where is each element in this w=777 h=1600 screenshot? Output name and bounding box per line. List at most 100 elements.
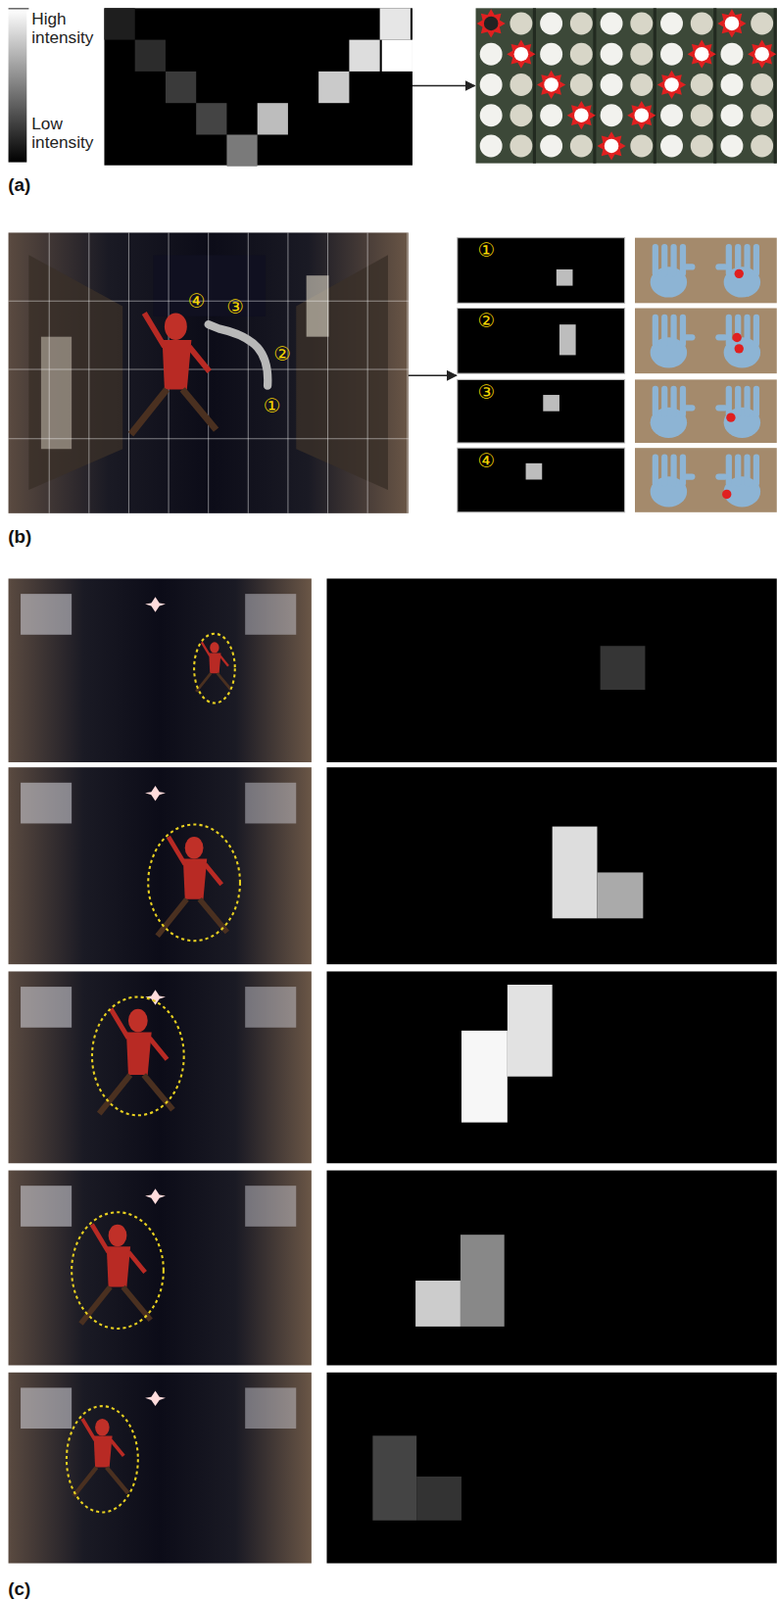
- intensity-cell: [103, 7, 135, 40]
- stimulus-dot: [734, 269, 744, 279]
- intensity-scale: [8, 8, 30, 163]
- pin: [754, 47, 770, 62]
- divider: [713, 7, 717, 163]
- glove-photo: [634, 238, 777, 304]
- glove-finger: [743, 314, 750, 347]
- figure-head: [185, 836, 204, 859]
- pin: [720, 43, 743, 66]
- target-ellipse: [147, 824, 241, 941]
- divider: [533, 7, 536, 163]
- figure-head: [108, 1224, 128, 1247]
- intensity-cell: [348, 40, 380, 72]
- grid-line: [88, 232, 90, 513]
- saliency-cell: [596, 872, 643, 919]
- pin: [539, 11, 563, 35]
- pin: [484, 16, 499, 32]
- figure-arms: [92, 1224, 146, 1273]
- saliency-cell: [460, 1234, 505, 1327]
- pin: [690, 73, 714, 97]
- glove-finger: [652, 453, 659, 486]
- saliency-frame: [326, 767, 777, 965]
- pin: [720, 134, 743, 157]
- saliency-cell: [416, 1476, 462, 1521]
- vibration-mark: [657, 70, 686, 99]
- glove-finger: [753, 453, 760, 486]
- glove-finger: [743, 453, 750, 486]
- movie-scene: [8, 232, 409, 513]
- arrow: [408, 374, 457, 377]
- vibration-mark: [687, 40, 717, 69]
- saliency-cell: [372, 1435, 417, 1520]
- intensity-cell: [382, 40, 413, 72]
- pin: [514, 47, 530, 62]
- glove-finger: [652, 314, 659, 347]
- pin: [574, 107, 589, 123]
- pin: [604, 139, 620, 154]
- pin: [630, 73, 653, 97]
- figure-body: [106, 1246, 131, 1287]
- light: [145, 785, 166, 802]
- pin: [750, 103, 774, 127]
- saliency-cell: [507, 984, 553, 1077]
- glove-finger: [679, 243, 686, 277]
- pin: [480, 134, 503, 157]
- saliency-frame: [326, 971, 777, 1164]
- window: [20, 593, 72, 635]
- scale-label: Low intensity: [31, 114, 103, 152]
- pin: [509, 73, 533, 97]
- glove-thumb: [682, 473, 695, 480]
- glove-finger: [743, 386, 750, 418]
- pin: [570, 134, 593, 157]
- divider: [592, 7, 596, 163]
- divider: [774, 7, 777, 163]
- arrow: [412, 85, 476, 88]
- pin: [600, 43, 624, 66]
- vibration-mark: [596, 131, 626, 160]
- target-ellipse: [92, 997, 185, 1117]
- pin: [660, 43, 683, 66]
- window: [244, 1387, 296, 1429]
- panel-label: (c): [7, 1579, 31, 1600]
- callout-number: ②: [478, 310, 626, 333]
- vibration-mark: [717, 8, 746, 38]
- glove-photo: [634, 308, 777, 375]
- pin: [539, 103, 563, 127]
- tactile-frames: [457, 238, 777, 513]
- light: [145, 1188, 166, 1205]
- glove-finger: [661, 243, 668, 277]
- intensity-cell: [165, 71, 196, 103]
- grid-line: [8, 437, 409, 439]
- saliency-cell: [461, 1030, 508, 1123]
- movie-frame: [8, 1372, 312, 1564]
- glove-thumb: [682, 263, 695, 270]
- glove-finger: [679, 314, 686, 347]
- figure-body: [183, 858, 207, 899]
- window: [20, 1185, 72, 1227]
- figure-arms: [201, 641, 229, 666]
- active-cell: [559, 324, 577, 355]
- callout-number: ③: [478, 382, 626, 404]
- glove-thumb: [715, 263, 728, 270]
- pin: [750, 11, 774, 35]
- vibration-mark: [506, 40, 535, 69]
- pin: [509, 134, 533, 157]
- pin: [539, 43, 563, 66]
- glove-finger: [734, 386, 741, 418]
- movie-frame: [8, 971, 312, 1164]
- glove-finger: [670, 243, 677, 277]
- window: [20, 986, 72, 1028]
- motion-path: [208, 324, 269, 386]
- figure-head: [209, 641, 219, 653]
- tactile-frame-box: ④: [457, 448, 626, 514]
- glove-thumb: [715, 473, 728, 480]
- pin: [539, 134, 563, 157]
- vibration-mark: [747, 40, 777, 69]
- pin: [690, 134, 714, 157]
- vibration-mark: [627, 100, 656, 130]
- grid-line: [128, 232, 130, 513]
- active-cell: [556, 269, 574, 287]
- pin: [720, 103, 743, 127]
- saliency-frame: [326, 1170, 777, 1366]
- callout-number: ①: [478, 240, 626, 262]
- pin: [664, 77, 680, 93]
